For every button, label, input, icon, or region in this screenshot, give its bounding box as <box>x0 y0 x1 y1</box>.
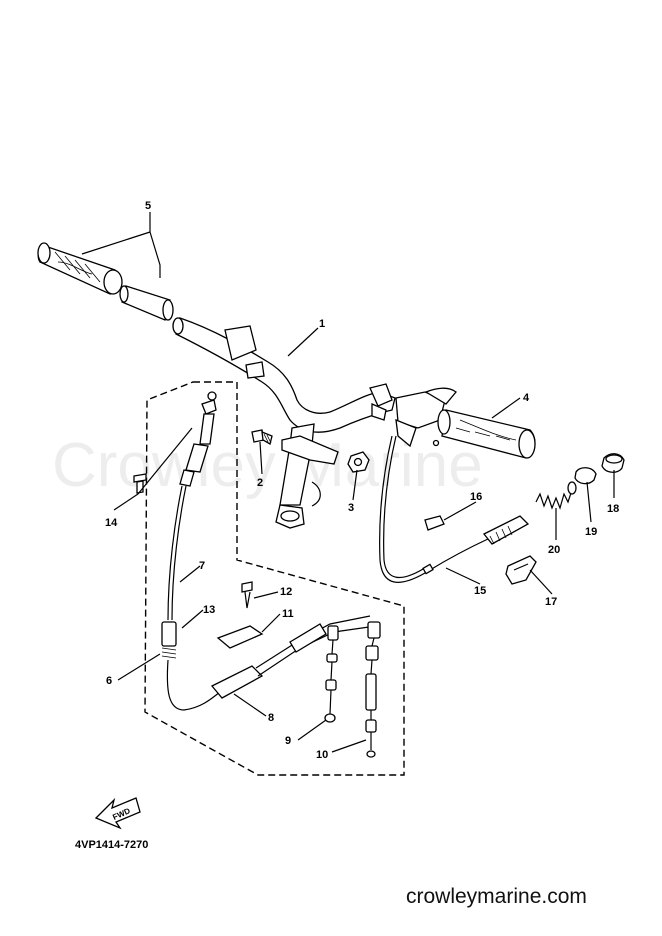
cable-assembly-boundary <box>144 381 405 776</box>
bracket-17 <box>505 555 537 585</box>
throttle-cable-15 <box>379 435 530 583</box>
left-grip-sleeve <box>119 285 174 321</box>
callout-17: 17 <box>545 596 557 608</box>
callout-4: 4 <box>523 392 530 404</box>
drawing-code: 4VP1414-7270 <box>75 839 148 851</box>
spring-20 <box>535 481 577 510</box>
callout-19: 19 <box>585 526 597 538</box>
left-grip <box>37 242 123 295</box>
plate-11 <box>216 625 264 649</box>
callout-18: 18 <box>607 503 619 515</box>
callout-8: 8 <box>268 712 274 724</box>
callout-5: 5 <box>145 200 151 212</box>
bolt-2 <box>251 429 273 445</box>
callout-1: 1 <box>319 318 325 330</box>
callout-10: 10 <box>316 749 328 761</box>
cap-18 <box>601 453 625 473</box>
callout-20: 20 <box>548 544 560 556</box>
callout-3: 3 <box>348 502 354 514</box>
callout-9: 9 <box>285 735 291 747</box>
clip-16 <box>424 515 445 531</box>
callout-16: 16 <box>470 491 482 503</box>
throttle-grip <box>395 387 536 459</box>
callout-7: 7 <box>199 560 205 572</box>
callout-labels: 5 1 4 2 3 16 18 19 20 15 17 14 7 12 11 1… <box>105 200 619 761</box>
wire-10 <box>365 621 381 758</box>
handle-bar <box>172 317 396 529</box>
fwd-arrow: FWD <box>94 797 141 830</box>
callout-11: 11 <box>282 608 294 620</box>
callout-15: 15 <box>474 585 486 597</box>
screw-14 <box>133 473 147 494</box>
callout-13: 13 <box>203 604 215 616</box>
throttle-lever-cable-7 <box>167 391 217 621</box>
callout-6: 6 <box>106 675 112 687</box>
screw-12 <box>241 581 253 609</box>
wire-9 <box>324 625 339 723</box>
callout-12: 12 <box>280 586 292 598</box>
cap-19 <box>574 467 597 485</box>
sleeve-13 <box>161 621 221 711</box>
callout-2: 2 <box>257 477 263 489</box>
callout-14: 14 <box>105 517 118 529</box>
leader-lines <box>81 212 615 753</box>
junction-8 <box>210 615 377 699</box>
nut-3 <box>347 451 370 473</box>
website-label: crowleymarine.com <box>406 885 587 908</box>
